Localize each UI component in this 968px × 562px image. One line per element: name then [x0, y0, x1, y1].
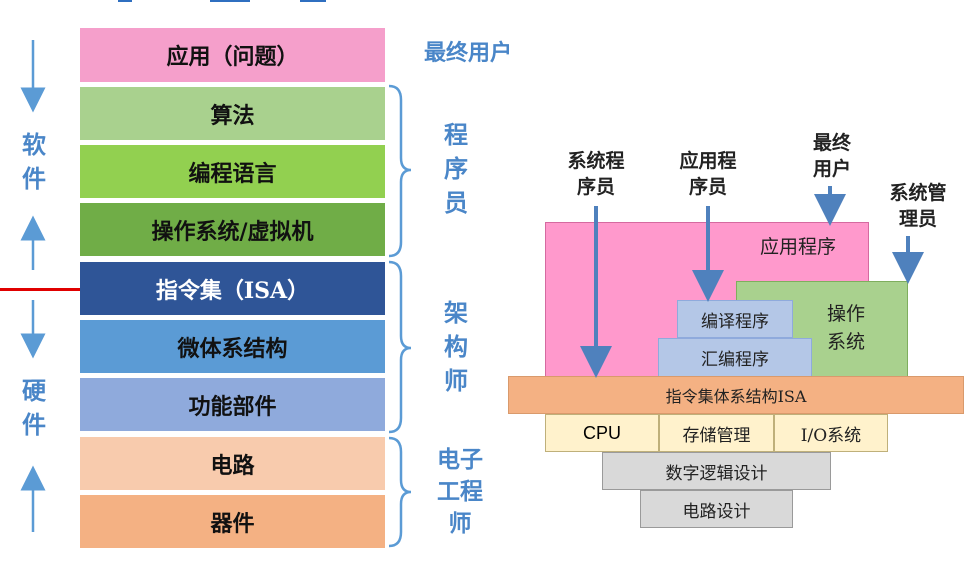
- sys-admin-label: 系统管理员: [889, 182, 947, 230]
- io-block: I/O系统: [774, 414, 888, 452]
- sys-programmer-label: 系统程序员: [567, 150, 625, 198]
- role-braces: [388, 84, 412, 548]
- layer-os-vm: 操作系统/虚拟机: [80, 203, 385, 256]
- layer-application: 应用（问题）: [80, 28, 385, 82]
- layer-programming-language: 编程语言: [80, 145, 385, 198]
- compiler-block: 编译程序: [677, 300, 793, 338]
- os-label: 操作系统: [826, 303, 865, 353]
- layer-algorithm: 算法: [80, 87, 385, 140]
- layer-isa: 指令集（ISA）: [80, 262, 385, 315]
- assembler-block: 汇编程序: [658, 338, 812, 377]
- hardware-label: 硬件: [22, 376, 46, 439]
- layer-functional-units: 功能部件: [80, 378, 385, 431]
- layer-microarchitecture: 微体系结构: [80, 320, 385, 373]
- layer-circuit: 电路: [80, 437, 385, 490]
- layer-device: 器件: [80, 495, 385, 548]
- programmer-label: 程序员: [444, 120, 468, 217]
- end-user-label: 最终用户: [423, 40, 512, 66]
- software-label: 软件: [22, 130, 46, 193]
- engineer-label: 电子工程师: [437, 446, 483, 537]
- isa-block: 指令集体系结构ISA: [508, 376, 964, 414]
- circuit-design-block: 电路设计: [640, 490, 793, 528]
- cut-off-title: [100, 0, 360, 8]
- digital-logic-block: 数字逻辑设计: [602, 452, 831, 490]
- cpu-block: CPU: [545, 414, 659, 452]
- architect-label: 架构师: [444, 298, 468, 395]
- software-hardware-divider: [0, 288, 80, 291]
- storage-block: 存储管理: [659, 414, 774, 452]
- app-program-label: 应用程序: [760, 236, 837, 258]
- end-user-role-label: 最终用户: [812, 132, 851, 180]
- left-arrows: [20, 40, 46, 532]
- app-programmer-label: 应用程序员: [679, 150, 737, 198]
